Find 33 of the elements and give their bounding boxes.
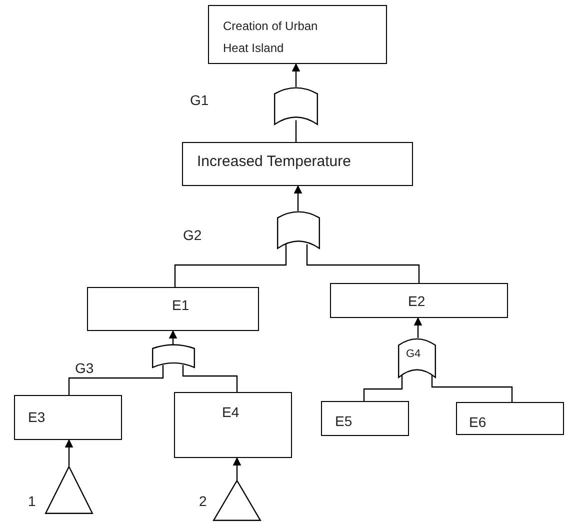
arrow: [64, 439, 74, 466]
event-label: E3: [28, 408, 46, 427]
event-box: [182, 142, 413, 186]
event-box: [321, 401, 409, 436]
event-label: Creation of Urban Heat Island: [223, 18, 319, 57]
event-box: [456, 402, 564, 435]
arrow: [292, 63, 300, 87]
event-box: [174, 392, 292, 458]
arrow: [168, 330, 178, 345]
gate-label: G3: [75, 360, 94, 376]
event-box: [14, 395, 122, 440]
arrow: [414, 317, 422, 338]
arrow: [294, 185, 302, 211]
gate-label: G2: [183, 227, 202, 243]
event-label: E2: [408, 292, 426, 311]
connector-line: [295, 120, 297, 142]
event-box: [87, 287, 259, 331]
event-box: [208, 5, 387, 64]
connector-line: [174, 244, 287, 287]
event-label: E1: [172, 296, 190, 315]
transfer-number: 1: [28, 493, 36, 509]
event-label: E6: [469, 413, 488, 432]
gate-label: G1: [190, 92, 209, 108]
gate-label: G4: [406, 348, 422, 361]
event-label: E4: [222, 403, 240, 422]
transfer-number: 2: [199, 493, 207, 509]
connector-line: [182, 365, 238, 392]
connector-line: [68, 365, 164, 395]
arrow: [232, 457, 242, 480]
event-box: [330, 283, 508, 318]
event-label: E5: [335, 412, 354, 431]
connector-line: [306, 244, 420, 283]
event-label: Increased Temperature: [197, 152, 352, 172]
